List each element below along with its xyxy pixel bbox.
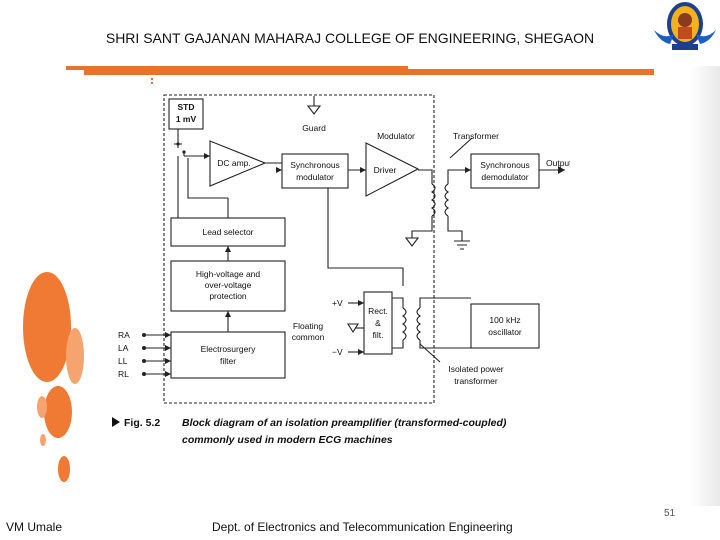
sync-modulator-label-1: Synchronous	[290, 160, 340, 170]
common-ground-icon	[347, 323, 359, 334]
hv-protection-label-3: protection	[209, 291, 247, 301]
lead-selector-label: Lead selector	[202, 227, 253, 237]
oscillator-box	[470, 303, 540, 349]
page-number: 51	[664, 508, 676, 519]
rect-filter-label-1: Rect.	[368, 306, 388, 316]
guard-label: Guard	[302, 123, 326, 133]
driver-to-transformer-wire	[418, 169, 433, 184]
iso-transformer-pointer	[419, 343, 441, 363]
minus-v-label: −V	[332, 347, 343, 357]
decor-circle-small	[37, 396, 47, 418]
header-bar-full	[84, 69, 654, 75]
decor-circle-small	[40, 434, 46, 446]
hv-protection-label-1: High-voltage and	[196, 269, 261, 279]
modulator-label: Modulator	[377, 131, 415, 141]
dc-amp-triangle	[209, 140, 267, 187]
driver-label: Driver	[374, 165, 397, 175]
power-transformer-secondary	[416, 307, 421, 341]
transformer-secondary	[444, 183, 449, 217]
output-label: Output	[546, 158, 570, 168]
transformer-secondary-wire	[447, 169, 471, 184]
rect-filter-label-3: filt.	[373, 330, 384, 340]
marker-dot	[151, 82, 153, 84]
lead-ll-label: LL	[118, 356, 128, 366]
floating-common-label-1: Floating	[293, 321, 324, 331]
decor-circle-small	[58, 456, 70, 482]
college-logo	[650, 0, 720, 56]
decor-circle-medium	[44, 386, 72, 438]
lead-ra-label: RA	[118, 330, 130, 340]
sync-modulator-box	[281, 153, 349, 189]
earth-ground-icon	[454, 240, 470, 250]
std-value-label: 1 mV	[176, 114, 197, 124]
header-title: SHRI SANT GAJANAN MAHARAJ COLLEGE OF ENG…	[105, 30, 595, 46]
std-to-dcamp-wire	[174, 129, 210, 157]
plus-v-label: +V	[332, 298, 343, 308]
transformer-label: Transformer	[453, 131, 499, 141]
sync-demodulator-label-2: demodulator	[481, 172, 528, 182]
header-bar-left	[66, 66, 408, 70]
transformer-primary	[431, 183, 436, 217]
figure-label: Fig. 5.2	[124, 417, 160, 429]
hv-protection-label-2: over-voltage	[205, 280, 252, 290]
caption-line-2: commonly used in modern ECG machines	[182, 434, 393, 446]
sync-demodulator-label-1: Synchronous	[480, 160, 530, 170]
guard-ground-icon	[306, 105, 322, 115]
rect-filter-box	[363, 291, 393, 355]
oscillator-label-1: 100 kHz	[489, 315, 520, 325]
page-edge-shadow	[690, 66, 720, 506]
electrosurgery-label-2: filter	[220, 356, 236, 366]
std-box	[168, 98, 204, 130]
sync-demodulator-box	[470, 153, 540, 189]
transformer-primary-ground	[411, 216, 433, 238]
lead-la-label: LA	[118, 343, 129, 353]
power-transformer-primary	[402, 307, 407, 341]
isolation-boundary	[163, 94, 435, 404]
caption-line-1: Block diagram of an isolation preamplifi…	[182, 417, 507, 429]
lead-to-dcamp-wire	[187, 158, 229, 218]
decor-circle-large	[23, 272, 71, 382]
transformer-secondary-ground	[447, 216, 463, 241]
power-secondary-wire	[392, 297, 404, 349]
college-emblem-icon	[654, 2, 716, 50]
isolated-power-label-1: Isolated power	[448, 364, 503, 374]
sync-modulator-label-2: modulator	[296, 172, 334, 182]
decor-circle-medium	[66, 328, 84, 384]
marker-dot	[151, 78, 153, 80]
electrosurgery-label-1: Electrosurgery	[201, 344, 257, 354]
isolation-preamplifier-diagram: STD 1 mV Guard Modulator Transformer DC …	[112, 94, 570, 446]
oscillator-label-2: oscillator	[488, 327, 522, 337]
floating-common-label-2: common	[292, 332, 325, 342]
footer-author: VM Umale	[6, 520, 63, 534]
osc-wire	[419, 297, 471, 349]
caption-arrow-icon	[112, 417, 120, 427]
mod-to-rect-wire	[327, 188, 404, 286]
floating-ground-icon	[404, 237, 420, 247]
lead-selector-box	[170, 217, 286, 247]
electrosurgery-filter-box	[170, 331, 286, 379]
lead-rl-label: RL	[118, 369, 129, 379]
dc-amp-label: DC amp.	[217, 158, 251, 168]
rect-filter-label-2: &	[375, 318, 381, 328]
transformer-pointer	[449, 137, 473, 159]
std-label: STD	[178, 102, 195, 112]
footer-department: Dept. of Electronics and Telecommunicati…	[212, 520, 513, 534]
isolated-power-label-2: transformer	[454, 376, 498, 386]
